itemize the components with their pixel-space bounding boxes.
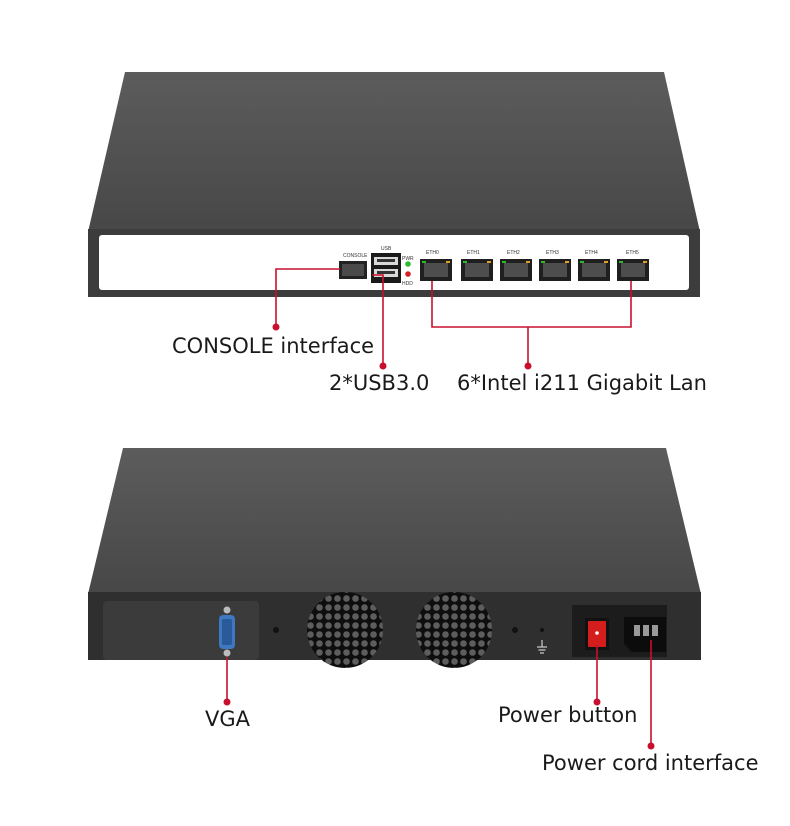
front-chassis-top <box>88 72 700 232</box>
led-pwr-label: PWR <box>402 256 414 262</box>
power-button-callout-label: Power button <box>498 703 637 727</box>
vga-callout-label: VGA <box>205 707 251 731</box>
screw-hole <box>512 627 518 633</box>
fan-vent-right <box>416 592 492 668</box>
console-callout-dot <box>272 323 280 331</box>
eth-port-4: ETH4 <box>578 250 610 281</box>
fan-vent-left <box>307 592 383 668</box>
led-hdd-label: HDD <box>402 281 413 287</box>
eth-port-label: ETH1 <box>467 250 480 256</box>
lan-bracket-line <box>431 281 632 328</box>
vga-port <box>219 606 235 657</box>
power-cord-callout-dot <box>647 742 655 750</box>
screw-hole <box>273 627 279 633</box>
led-hdd <box>405 271 411 277</box>
front-callout-lines <box>275 268 632 366</box>
power-button <box>585 618 609 650</box>
eth-port-label: ETH5 <box>626 250 639 256</box>
rear-callout-lines <box>226 640 652 746</box>
usb-leader-line <box>372 274 384 366</box>
eth-port-5: ETH5 <box>617 250 649 281</box>
console-port <box>339 261 367 279</box>
usb-callout-dot <box>379 362 387 370</box>
front-view-device: CONSOLE USB PWR HDD ETH0 ETH1 <box>88 72 700 297</box>
eth-port-1: ETH1 <box>461 250 493 281</box>
screw-hole <box>540 628 544 632</box>
ground-symbol-icon <box>537 640 547 654</box>
eth-port-2: ETH2 <box>500 250 532 281</box>
eth-port-label: ETH4 <box>585 250 598 256</box>
rear-chassis-top <box>88 448 701 594</box>
usb-port-label: USB <box>381 246 392 252</box>
console-port-label: CONSOLE <box>343 253 368 259</box>
eth-port-label: ETH2 <box>507 250 520 256</box>
console-callout-label: CONSOLE interface <box>172 334 374 358</box>
vga-callout-dot <box>223 698 231 706</box>
rear-view-device <box>88 448 701 668</box>
power-button-callout-dot <box>593 698 601 706</box>
eth-port-0: ETH0 <box>420 250 452 281</box>
lan-callout-dot <box>524 362 532 370</box>
lan-callout-label: 6*Intel i211 Gigabit Lan <box>457 371 707 395</box>
eth-port-label: ETH0 <box>426 250 439 256</box>
eth-port-3: ETH3 <box>539 250 571 281</box>
power-cord-callout-label: Power cord interface <box>542 751 759 775</box>
led-pwr <box>405 261 411 267</box>
usb-ports <box>371 253 401 283</box>
eth-port-label: ETH3 <box>546 250 559 256</box>
power-cord-socket <box>624 617 666 652</box>
console-leader-line <box>275 268 340 327</box>
rear-io-plate <box>103 601 259 660</box>
usb-callout-label: 2*USB3.0 <box>329 371 429 395</box>
